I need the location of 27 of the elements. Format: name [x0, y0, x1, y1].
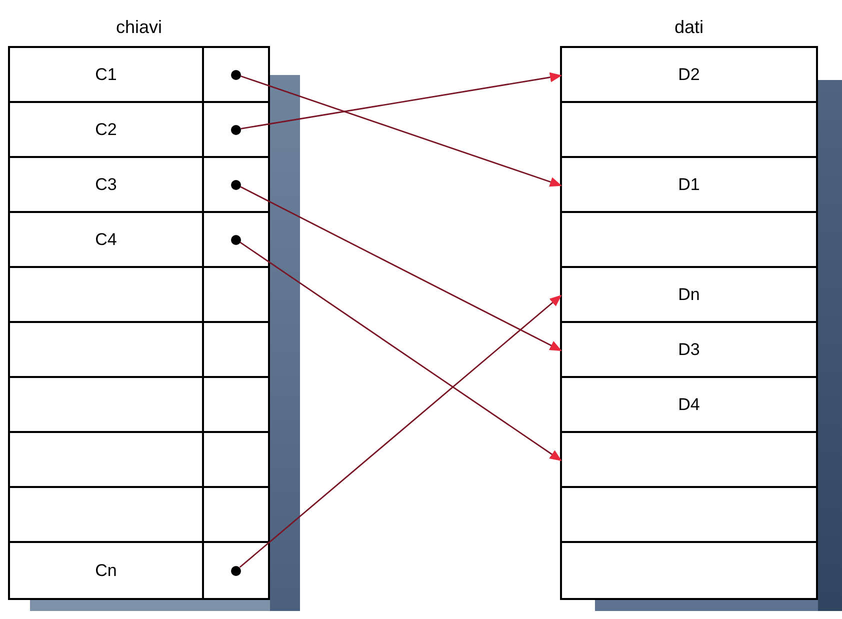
table-row: [10, 103, 268, 158]
table-row: [10, 48, 268, 103]
cell-text: D1: [678, 174, 700, 196]
cell-text: C4: [95, 228, 117, 251]
arrow: [240, 186, 562, 352]
cell-text: D3: [678, 338, 700, 361]
table-row: [10, 158, 268, 213]
empty-row: [10, 488, 268, 543]
cell-text: Dn: [678, 284, 700, 306]
cell-text: C3: [95, 174, 117, 196]
cell-text: Cn: [95, 560, 117, 582]
empty-row: [10, 268, 268, 323]
cell-text: C2: [95, 118, 117, 141]
cell-text: C1: [95, 64, 117, 86]
cell-text: D4: [678, 394, 700, 416]
table-row: [10, 543, 268, 600]
empty-row: [10, 433, 268, 488]
empty-row: [10, 323, 268, 378]
arrow: [240, 72, 562, 130]
table-row: [10, 213, 268, 268]
table-heading: dati: [673, 16, 705, 39]
cell-text: D2: [678, 64, 700, 86]
arrow: [240, 242, 562, 462]
arrow: [240, 75, 562, 187]
arrow: [239, 294, 562, 568]
empty-row: [10, 378, 268, 433]
table-heading: chiavi: [114, 16, 164, 39]
